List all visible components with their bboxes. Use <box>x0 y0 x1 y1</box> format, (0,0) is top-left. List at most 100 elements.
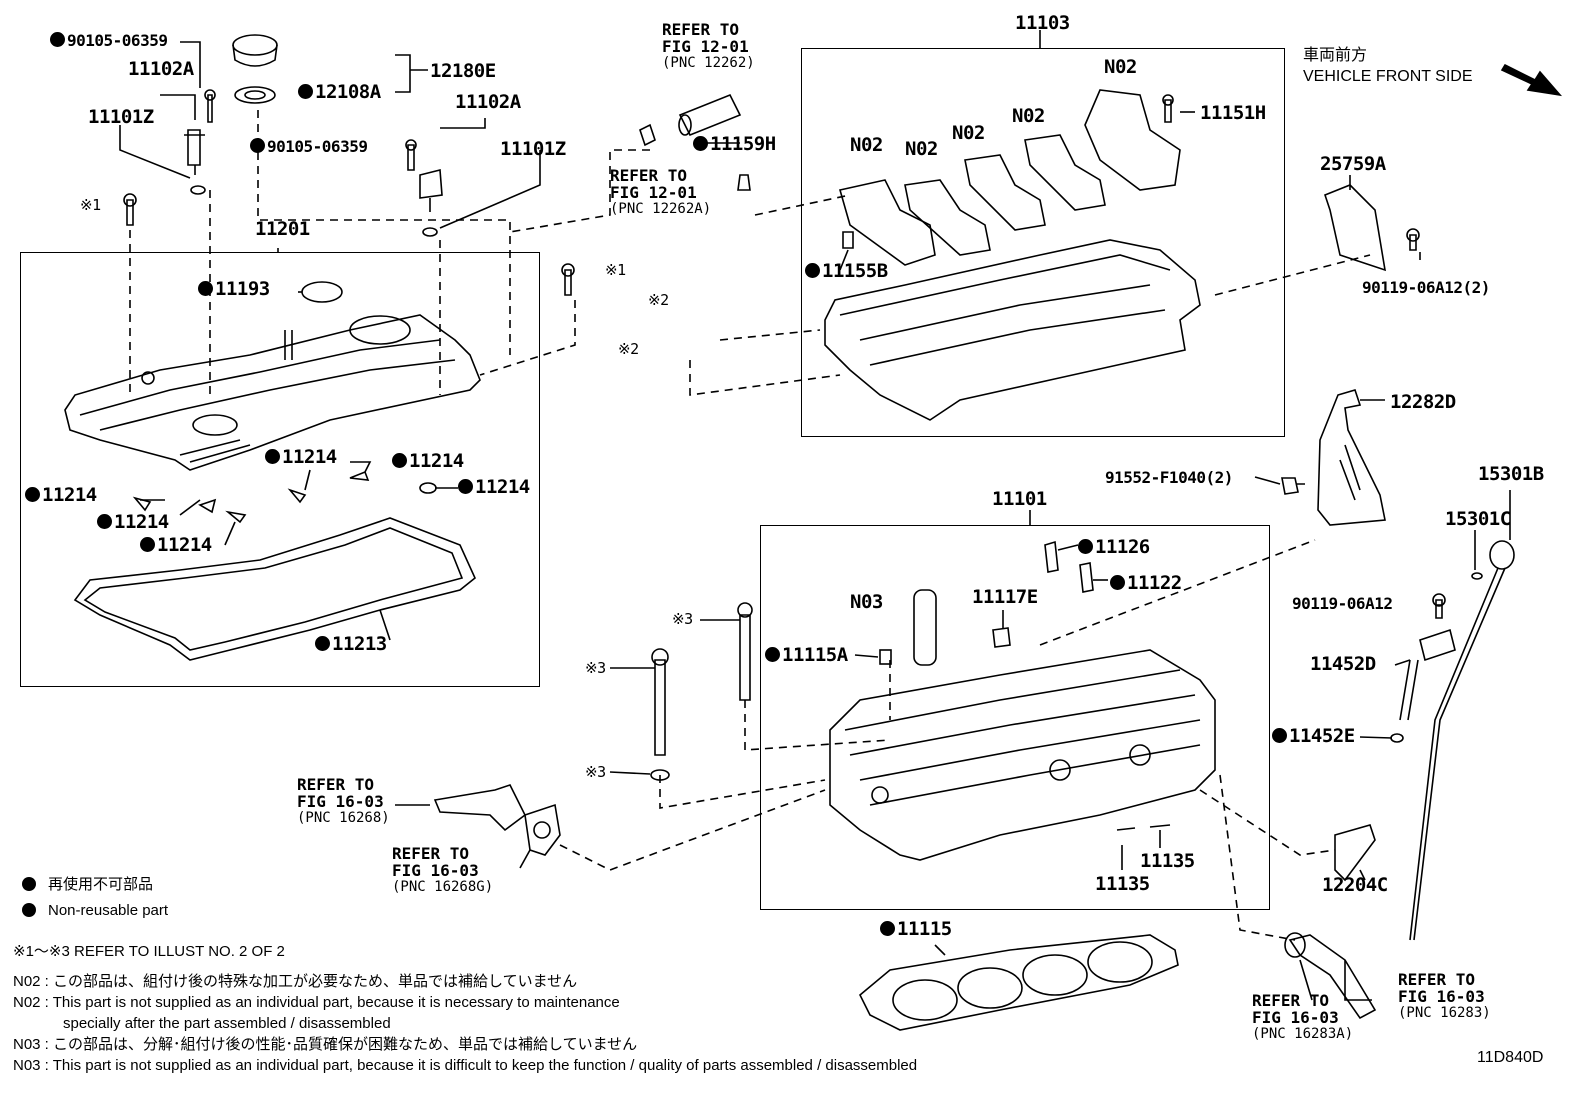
part-label-11103[interactable]: 11103 <box>1015 12 1070 34</box>
part-label-11126[interactable]: 11126 <box>1078 538 1150 557</box>
vehicle-front-arrow <box>1500 63 1563 97</box>
part-label-11155B[interactable]: 11155B <box>805 262 888 281</box>
illustration-code: 11D840D <box>1477 1049 1544 1066</box>
part-label-11115[interactable]: 11115 <box>880 920 952 939</box>
part-label-11117E[interactable]: 11117E <box>972 586 1038 608</box>
note-n02-jp: N02 : この部品は、組付け後の特殊な加工が必要なため、単品では補給していませ… <box>13 973 578 990</box>
part-label-11213[interactable]: 11213 <box>315 635 387 654</box>
pipe-12262-drawing <box>639 93 751 191</box>
part-label-15301B[interactable]: 15301B <box>1478 463 1544 485</box>
non-reusable-dot-icon <box>880 921 895 936</box>
part-label-11159H[interactable]: 11159H <box>693 135 776 154</box>
bracket-12282D-drawing <box>1281 389 1386 526</box>
part-label-90119-06A12[interactable]: 90119-06A12 <box>1292 594 1393 613</box>
part-label-11214-c[interactable]: 11214 <box>458 478 530 497</box>
part-label-90119-06A12-2[interactable]: 90119-06A12(2) <box>1362 278 1490 297</box>
part-label-11214-d[interactable]: 11214 <box>25 486 97 505</box>
part-label-11193[interactable]: 11193 <box>198 280 270 299</box>
water-pipe-drawing <box>433 784 561 856</box>
part-label-11101[interactable]: 11101 <box>992 488 1047 510</box>
part-label-11201[interactable]: 11201 <box>255 218 310 240</box>
cylinder-head-drawing <box>829 540 1216 861</box>
part-label-11122[interactable]: 11122 <box>1110 574 1182 593</box>
part-label-11135-a[interactable]: 11135 <box>1095 873 1150 895</box>
leaders-right <box>140 30 1511 1001</box>
part-label-n02-c: N02 <box>952 122 985 144</box>
part-label-11135-b[interactable]: 11135 <box>1140 850 1195 872</box>
legend-jp: 再使用不可部品 <box>22 877 153 892</box>
refer-pnc-16283[interactable]: REFER TO FIG 16-03 (PNC 16283) <box>1398 970 1491 1021</box>
mark-2-b: ※2 <box>618 340 639 358</box>
non-reusable-dot-icon <box>298 84 313 99</box>
part-label-90105-06359-b[interactable]: 90105-06359 <box>250 138 368 155</box>
part-label-11214-a[interactable]: 11214 <box>265 448 337 467</box>
non-reusable-dot-icon <box>315 636 330 651</box>
note-refer-illust: ※1～※3 REFER TO ILLUST NO. 2 OF 2 <box>13 943 285 960</box>
mark-3-a: ※3 <box>672 610 693 628</box>
part-label-25759A[interactable]: 25759A <box>1320 153 1386 175</box>
note-n02-en1: N02 : This part is not supplied as an in… <box>13 994 620 1011</box>
part-label-11452E[interactable]: 11452E <box>1272 727 1355 746</box>
non-reusable-dot-icon <box>765 647 780 662</box>
dipstick-drawing <box>1409 540 1515 941</box>
leaders-left-sensor <box>119 41 541 229</box>
part-label-11151H[interactable]: 11151H <box>1200 102 1266 124</box>
non-reusable-dot-icon <box>1078 539 1093 554</box>
refer-pnc-12262A[interactable]: REFER TO FIG 12-01 (PNC 12262A) <box>610 166 712 217</box>
refer-pnc-16283A[interactable]: REFER TO FIG 16-03 (PNC 16283A) <box>1252 991 1354 1042</box>
part-label-n02-e: N02 <box>1104 56 1137 78</box>
mark-2-a: ※2 <box>648 291 669 309</box>
pipe-16283-drawing <box>1284 932 1377 1020</box>
part-label-n03: N03 <box>850 591 883 613</box>
part-label-11101Z-b[interactable]: 11101Z <box>500 138 566 160</box>
part-label-11102A[interactable]: 11102A <box>128 58 194 80</box>
cylinder-head-cover-drawing <box>64 314 481 471</box>
non-reusable-dot-icon <box>97 514 112 529</box>
part-label-11101Z[interactable]: 11101Z <box>88 106 154 128</box>
refer-pnc-12262[interactable]: REFER TO FIG 12-01 (PNC 12262) <box>662 20 755 71</box>
guide-11452D-drawing <box>1390 593 1456 743</box>
note-n03-en: N03 : This part is not supplied as an in… <box>13 1057 918 1074</box>
non-reusable-dot-icon <box>22 903 36 917</box>
bolts-mark3-drawing <box>650 602 753 781</box>
part-label-11214-b[interactable]: 11214 <box>392 452 464 471</box>
non-reusable-dot-icon <box>265 449 280 464</box>
refer-pnc-16268[interactable]: REFER TO FIG 16-03 (PNC 16268) <box>297 775 390 826</box>
non-reusable-dot-icon <box>25 487 40 502</box>
group-box-11101 <box>760 525 1270 910</box>
vehicle-front-en: VEHICLE FRONT SIDE <box>1303 68 1473 85</box>
non-reusable-dot-icon <box>1272 728 1287 743</box>
part-label-90105-06359[interactable]: 90105-06359 <box>50 32 168 49</box>
part-label-n02-b: N02 <box>905 138 938 160</box>
plug-12204C-drawing <box>1334 824 1376 882</box>
non-reusable-dot-icon <box>198 281 213 296</box>
group-box-11201 <box>20 252 540 687</box>
part-label-91552-F1040[interactable]: 91552-F1040(2) <box>1105 468 1233 487</box>
non-reusable-dot-icon <box>1110 575 1125 590</box>
part-label-11102A-b[interactable]: 11102A <box>455 91 521 113</box>
part-label-12108A[interactable]: 12108A <box>298 83 381 102</box>
part-label-12282D[interactable]: 12282D <box>1390 391 1456 413</box>
non-reusable-dot-icon <box>50 32 65 47</box>
part-label-n02-a: N02 <box>850 134 883 156</box>
part-label-11214-f[interactable]: 11214 <box>140 536 212 555</box>
gasket-11213-drawing <box>73 517 476 661</box>
bracket-25759A-drawing <box>1324 184 1420 272</box>
part-label-11452D[interactable]: 11452D <box>1310 653 1376 675</box>
part-label-15301C[interactable]: 15301C <box>1445 508 1511 530</box>
part-label-12180E[interactable]: 12180E <box>430 60 496 82</box>
head-gasket-drawing <box>859 934 1179 1031</box>
non-reusable-dot-icon <box>250 138 265 153</box>
group-box-11103 <box>801 48 1285 437</box>
non-reusable-dot-icon <box>805 263 820 278</box>
part-label-11115A[interactable]: 11115A <box>765 646 848 665</box>
note-n02-en2: specially after the part assembled / dis… <box>63 1015 391 1032</box>
vehicle-front-jp: 車両前方 <box>1303 47 1368 64</box>
mark-3-b: ※3 <box>585 659 606 677</box>
part-label-12204C[interactable]: 12204C <box>1322 874 1388 896</box>
refer-pnc-16268G[interactable]: REFER TO FIG 16-03 (PNC 16268G) <box>392 844 494 895</box>
non-reusable-dot-icon <box>22 877 36 891</box>
note-n03-jp: N03 : この部品は、分解･組付け後の性能･品質確保が困難なため、単品では補給… <box>13 1036 638 1053</box>
part-label-11214-e[interactable]: 11214 <box>97 513 169 532</box>
